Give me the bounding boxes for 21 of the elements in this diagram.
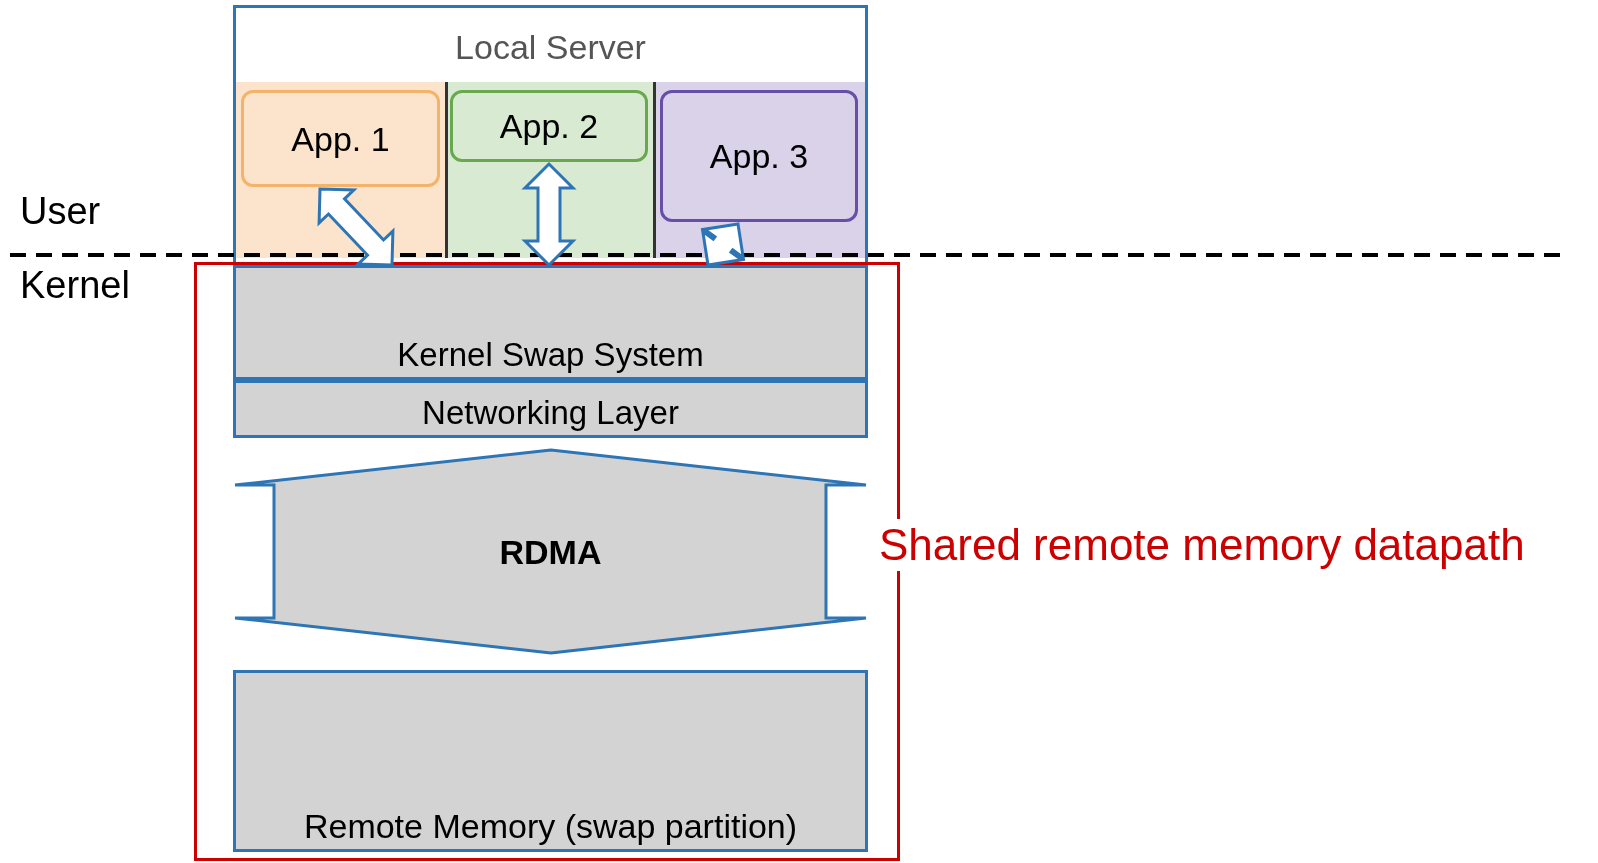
double-arrow-shape bbox=[233, 448, 868, 655]
app-box bbox=[241, 90, 440, 187]
server-box bbox=[233, 5, 868, 265]
memory-box bbox=[233, 670, 868, 852]
layer-label: Kernel Swap System bbox=[397, 338, 704, 371]
rdma-label: RDMA bbox=[499, 534, 602, 569]
app-box bbox=[660, 90, 858, 222]
layer-name-label: User bbox=[20, 192, 101, 230]
memory-label: Remote Memory (swap partition) bbox=[303, 809, 798, 843]
block-arrow bbox=[521, 161, 577, 268]
app-label: App. 2 bbox=[499, 109, 599, 143]
app-label: App. 1 bbox=[291, 121, 390, 156]
layer-name-label: Kernel bbox=[20, 266, 130, 304]
block-arrow bbox=[700, 222, 746, 267]
app-label: App. 3 bbox=[709, 139, 809, 173]
server-title: Local Server bbox=[454, 30, 647, 64]
layer-box bbox=[233, 380, 868, 438]
app-box bbox=[450, 90, 648, 162]
block-arrow bbox=[317, 187, 395, 267]
layer-label: Networking Layer bbox=[422, 396, 679, 429]
layer-box bbox=[233, 265, 868, 380]
